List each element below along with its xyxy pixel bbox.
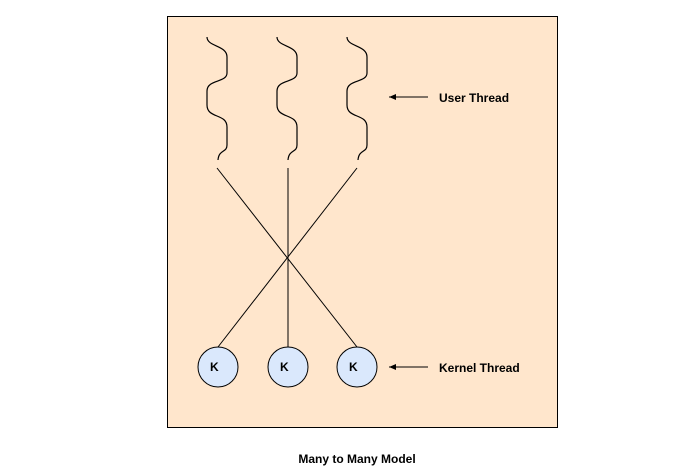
- kernel-thread-3: [336, 346, 378, 388]
- kernel-thread-label: Kernel Thread: [439, 361, 520, 375]
- kernel-node-label: K: [280, 360, 289, 374]
- kernel-thread-2: [267, 346, 309, 388]
- mapping-line-3: [217, 167, 358, 348]
- kernel-node-label: K: [349, 360, 358, 374]
- kernel-node-label: K: [210, 360, 219, 374]
- user-thread-label: User Thread: [439, 91, 510, 105]
- kernel-thread-1: [197, 346, 239, 388]
- diagram-title: Many to Many Model: [298, 452, 416, 466]
